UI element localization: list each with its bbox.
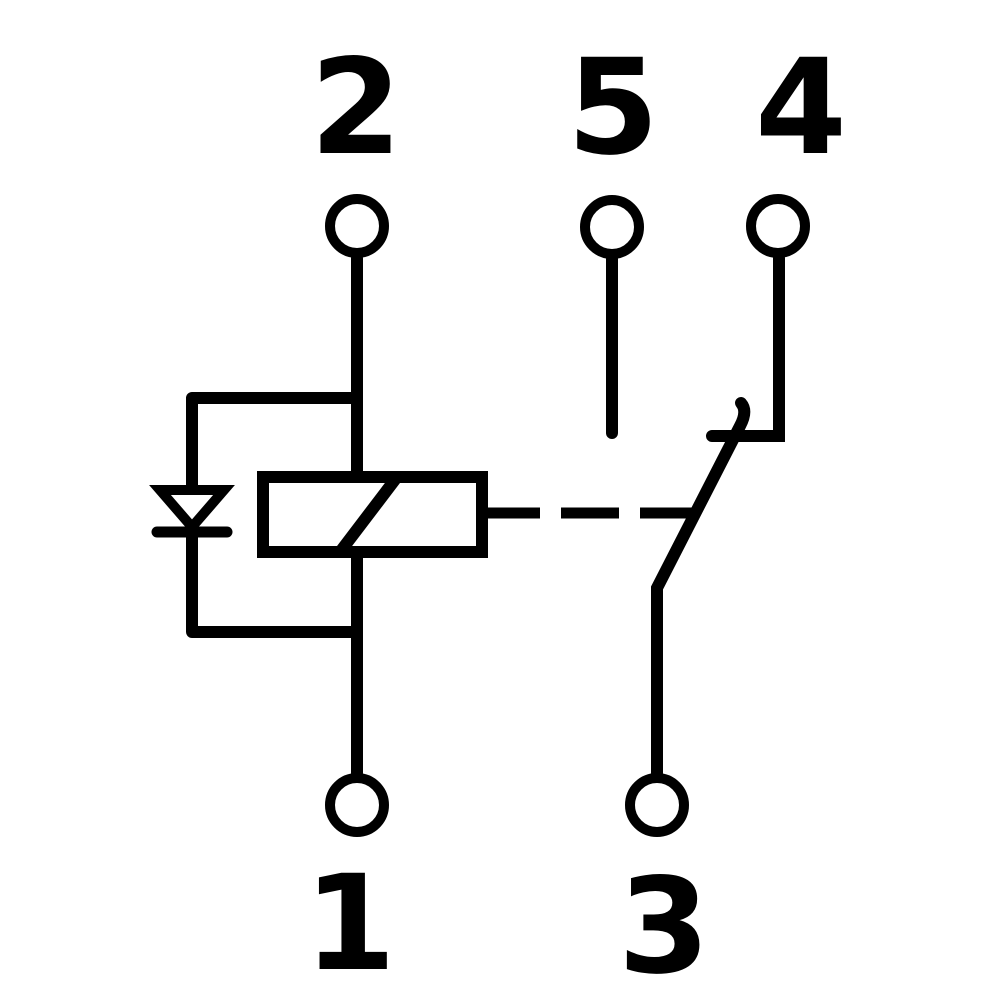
switch-blade — [651, 397, 751, 779]
terminal-label-3: 3 — [618, 850, 710, 1000]
terminal-circle-4 — [746, 194, 810, 258]
relay-coil-icon — [257, 471, 488, 558]
terminal-label-2: 2 — [310, 31, 402, 185]
terminal-label-4: 4 — [755, 31, 847, 185]
terminal-label-1: 1 — [304, 847, 396, 1000]
terminal-circle-5 — [580, 195, 644, 259]
terminal-label-5: 5 — [567, 31, 659, 185]
diode-icon — [149, 485, 235, 538]
wire-diode-loop-top — [186, 392, 363, 493]
wire-diode-loop-bottom — [186, 525, 363, 638]
terminal-circle-1 — [325, 773, 389, 837]
terminal-circle-3 — [625, 773, 689, 837]
coil-diagonal-line — [334, 471, 403, 558]
diode-triangle — [149, 485, 235, 535]
terminal-circle-2 — [325, 194, 389, 258]
